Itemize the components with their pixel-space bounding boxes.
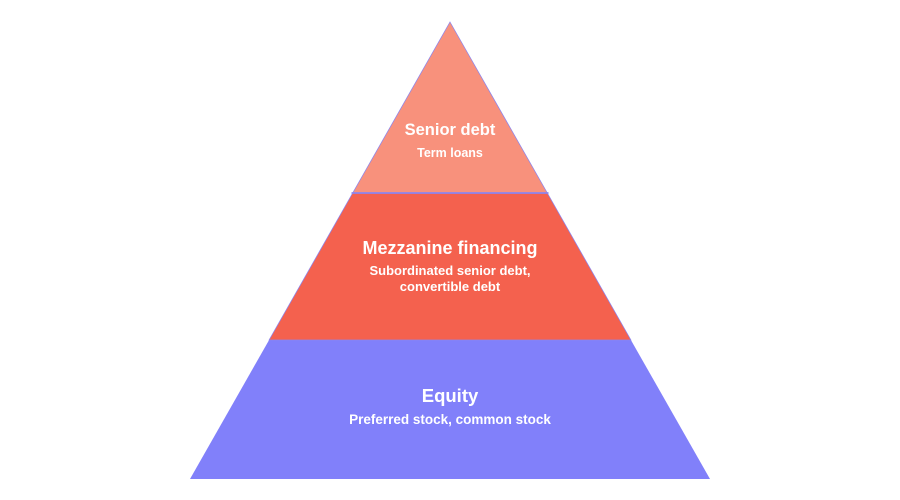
tier-senior-debt-label: Senior debt [405, 121, 496, 139]
tier-mezzanine-financing-sublabel-line2: convertible debt [400, 279, 501, 294]
tier-equity-label: Equity [422, 385, 479, 406]
tier-equity-shape [190, 340, 710, 479]
tier-equity-sublabel: Preferred stock, common stock [349, 412, 551, 427]
tier-senior-debt-sublabel: Term loans [417, 146, 483, 160]
tier-mezzanine-financing-shape [269, 193, 631, 340]
tier-mezzanine-financing-sublabel-line1: Subordinated senior debt, [369, 263, 530, 278]
tier-mezzanine-financing-label: Mezzanine financing [362, 238, 537, 258]
tier-senior-debt-shape [352, 22, 548, 193]
